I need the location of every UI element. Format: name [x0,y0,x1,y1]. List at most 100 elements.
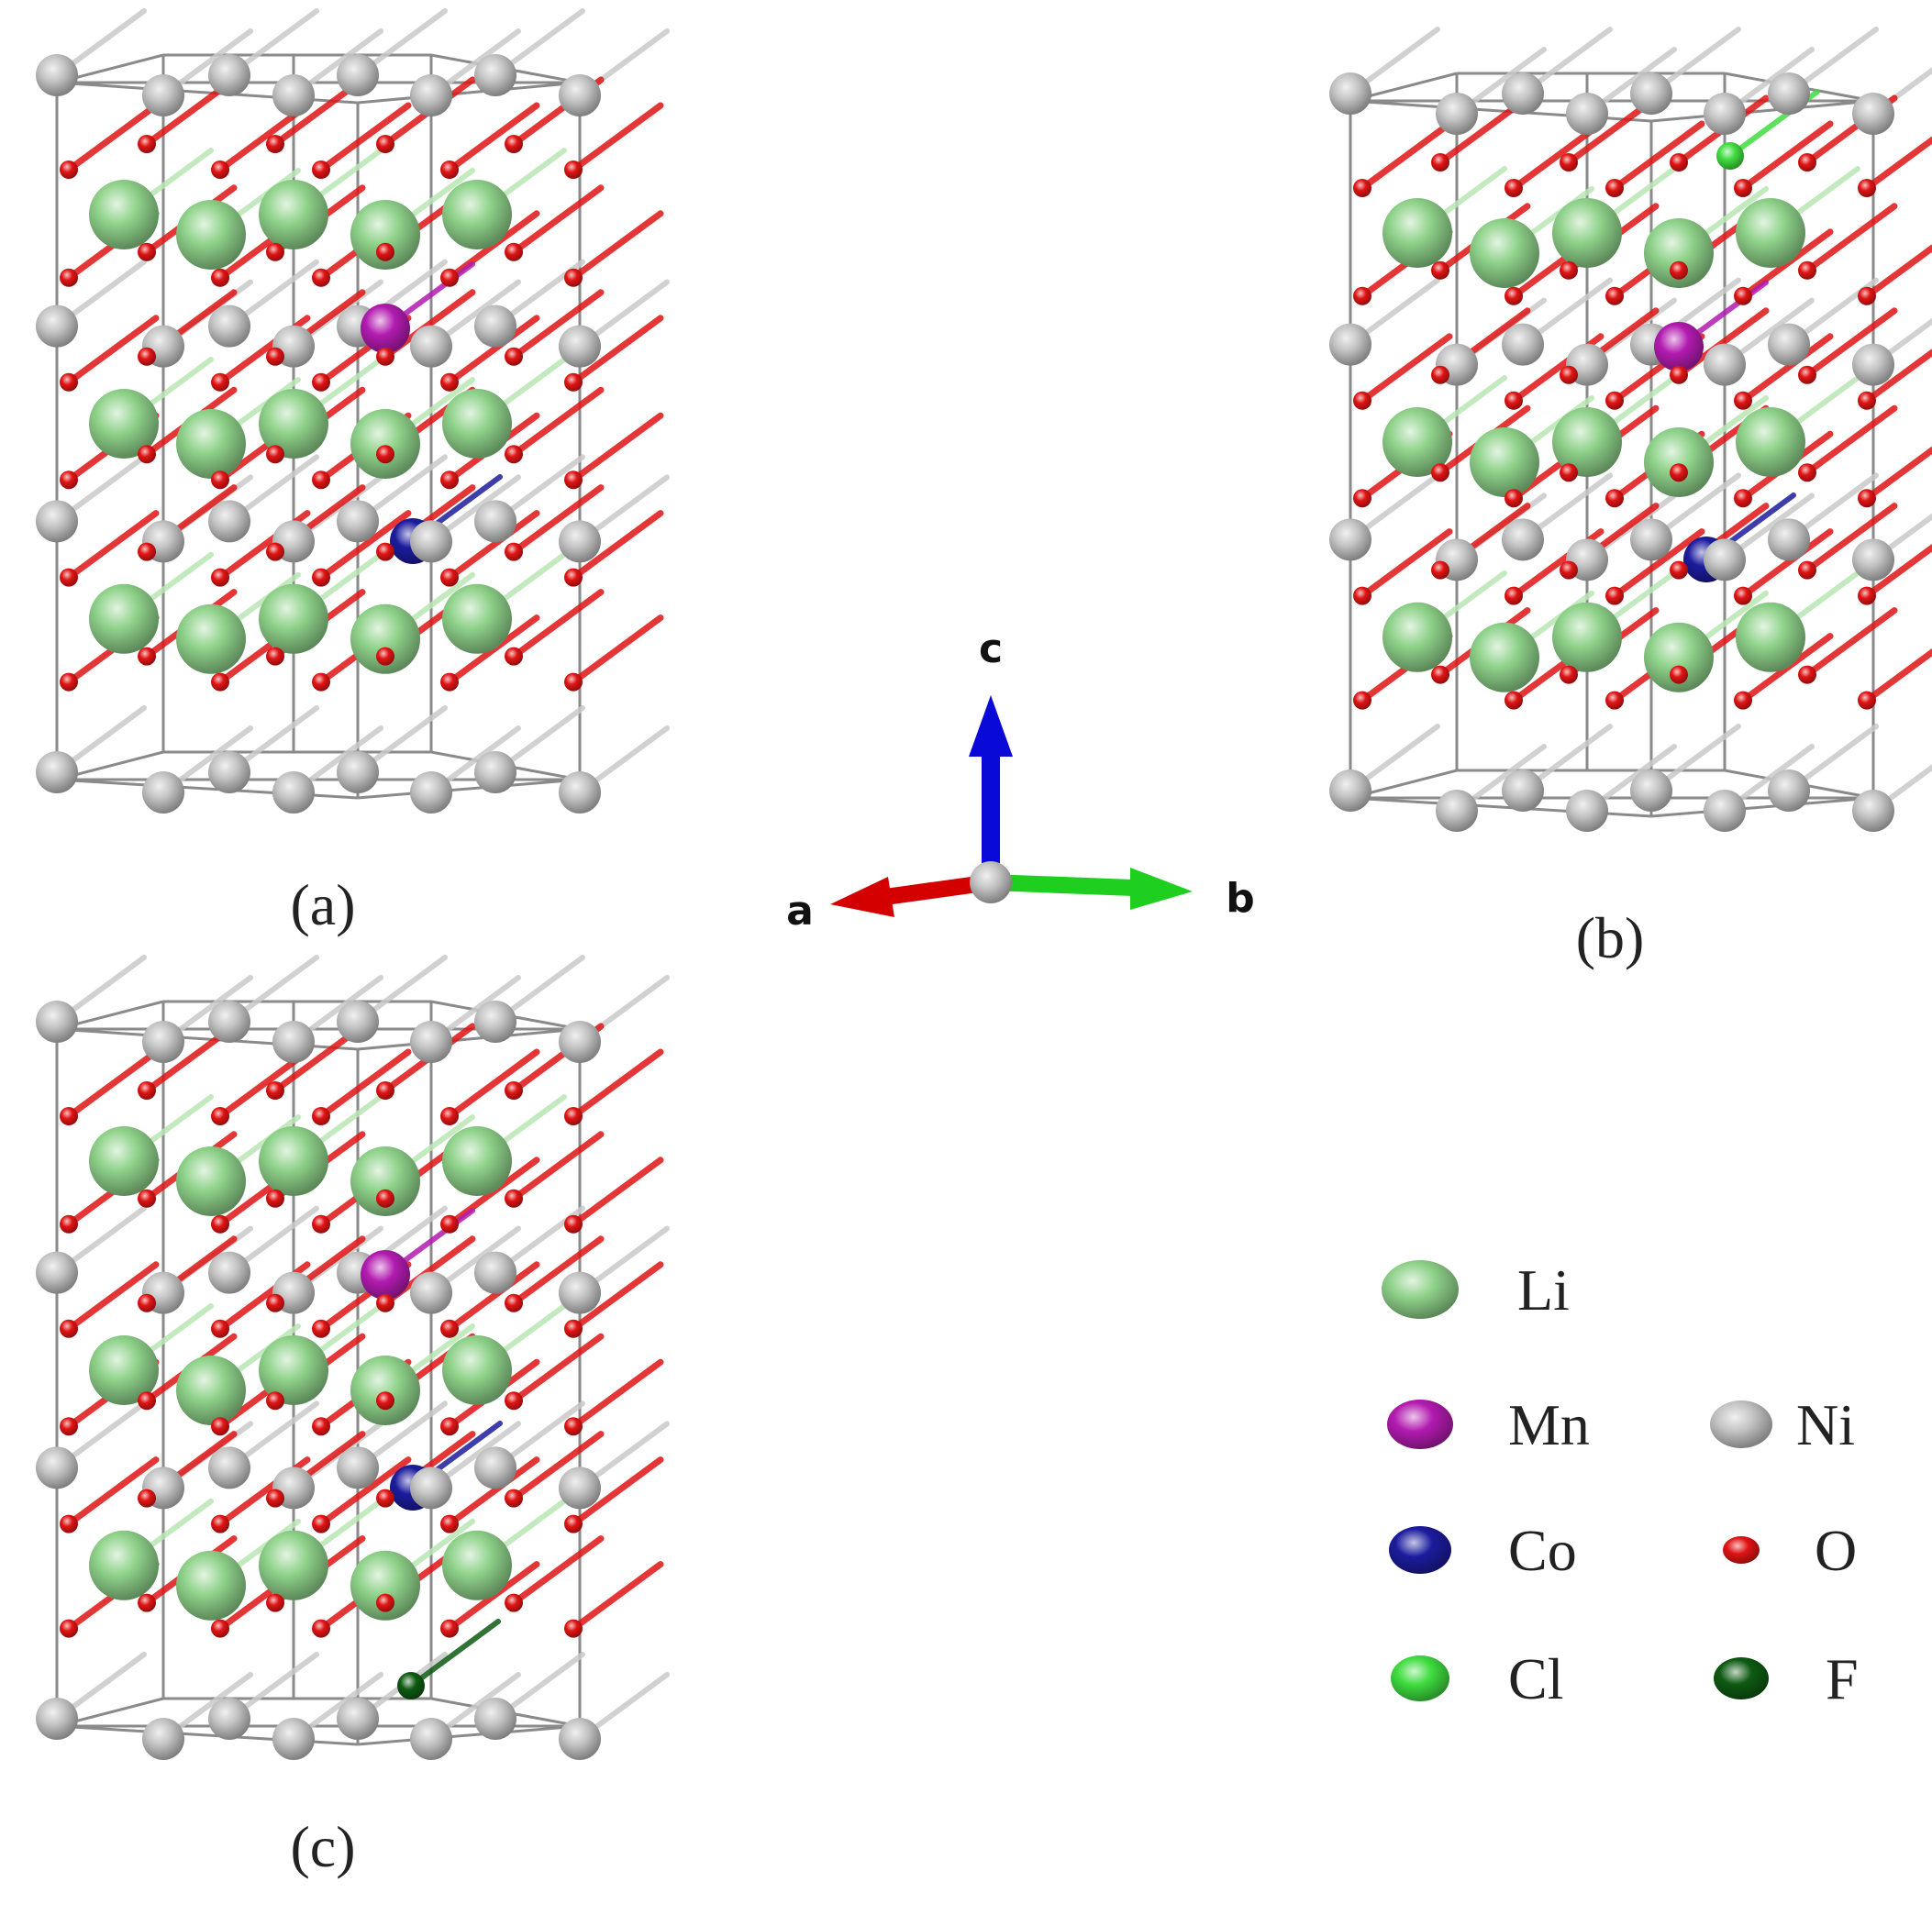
atom-o [564,1214,583,1234]
atom-li [442,583,512,654]
atom-ni [1436,790,1478,832]
atom-o [440,161,459,179]
atom-o [211,1319,229,1338]
atom-o [564,672,583,692]
atom-ni [142,1021,184,1063]
atom-f [397,1672,425,1699]
atom-ni [1329,72,1371,115]
atom-o [1431,560,1449,580]
atom-ni [474,54,516,96]
atom-o [138,135,156,153]
legend-label-mn: Mn [1508,1392,1590,1457]
panel-label-a: (a) [290,872,355,937]
atom-o [1670,463,1688,482]
atom-o [1670,560,1688,580]
bond [570,510,664,581]
bond [510,184,605,256]
atom-o [266,347,284,366]
panel-label-c: (c) [290,1814,355,1879]
atom-o [376,542,394,561]
atom-o [138,347,156,366]
atom-ni [1502,769,1544,812]
atom-o [60,470,78,490]
atom-li [89,389,159,459]
atom-ni [1768,769,1810,812]
atom-o [312,1214,330,1234]
atom-ni [1852,343,1894,386]
atom-o [505,1593,523,1612]
atom-o [505,1189,523,1208]
atom-li [176,1356,246,1425]
legend-label-li: Li [1517,1257,1570,1323]
bond [1739,528,1834,600]
bond [1804,607,1898,679]
bond [1739,120,1834,192]
atom-o [1670,260,1688,280]
atom-o [60,1514,78,1533]
atom-li [259,180,328,249]
atom-o [211,1619,229,1638]
bond [510,484,605,556]
atom-ni [272,1021,315,1063]
atom-layer [36,1001,601,1760]
atom-li [1644,427,1714,497]
atom-ni [559,325,601,368]
atom-ni [337,1001,379,1043]
atom-o [1798,463,1816,482]
atom-o [1431,365,1449,384]
axis-label-b: b [1226,875,1255,922]
axis-label-c: c [979,625,1003,672]
atom-ni [1704,538,1746,581]
atom-li [1552,407,1622,477]
atom-ni [337,1446,379,1489]
bond [1804,203,1898,274]
atom-o [1353,489,1371,508]
bond [1863,349,1932,404]
bond [1863,543,1932,600]
bond [1611,528,1705,600]
atom-ni [1502,72,1544,115]
atom-o [376,347,394,366]
atom-ni [1768,72,1810,115]
atom-o [564,470,583,490]
atom-ni [142,1718,184,1760]
atom-li [89,1126,159,1196]
atom-o [1734,691,1752,710]
legend-item-li: Li [1382,1257,1570,1323]
atom-o [1798,365,1816,384]
bond [65,315,160,386]
atom-ni [208,1698,250,1740]
atom-ni [559,1718,601,1760]
atom-ni [1768,518,1810,561]
bond [446,315,540,386]
bond [1739,333,1834,404]
atom-ni [1852,538,1894,581]
crystal-panel-c [36,955,670,1760]
atom-li [89,583,159,654]
atom-o [505,445,523,464]
atom-o [312,1107,330,1125]
atom-o [60,1214,78,1234]
atom-li [176,1550,246,1621]
bond [1611,120,1705,192]
atom-o [60,672,78,692]
bond [1739,633,1834,704]
atom-ni [1566,790,1608,832]
atom-o [376,135,394,153]
atom-ni [1436,93,1478,135]
cell-edge [1650,796,1874,818]
atom-li [1552,602,1622,672]
legend-item-f: F [1714,1646,1859,1711]
atom-o [312,161,330,179]
atom-o [1605,179,1624,197]
atom-ni [1566,93,1608,135]
atom-li [442,1126,512,1196]
atom-o [1431,463,1449,482]
cell-edge [357,81,581,105]
atom-li [176,603,246,674]
bond [570,1048,664,1120]
atom-o [1353,691,1371,710]
bond [510,1431,605,1502]
atom-o [266,647,284,666]
legend-label-cl: Cl [1508,1646,1563,1711]
